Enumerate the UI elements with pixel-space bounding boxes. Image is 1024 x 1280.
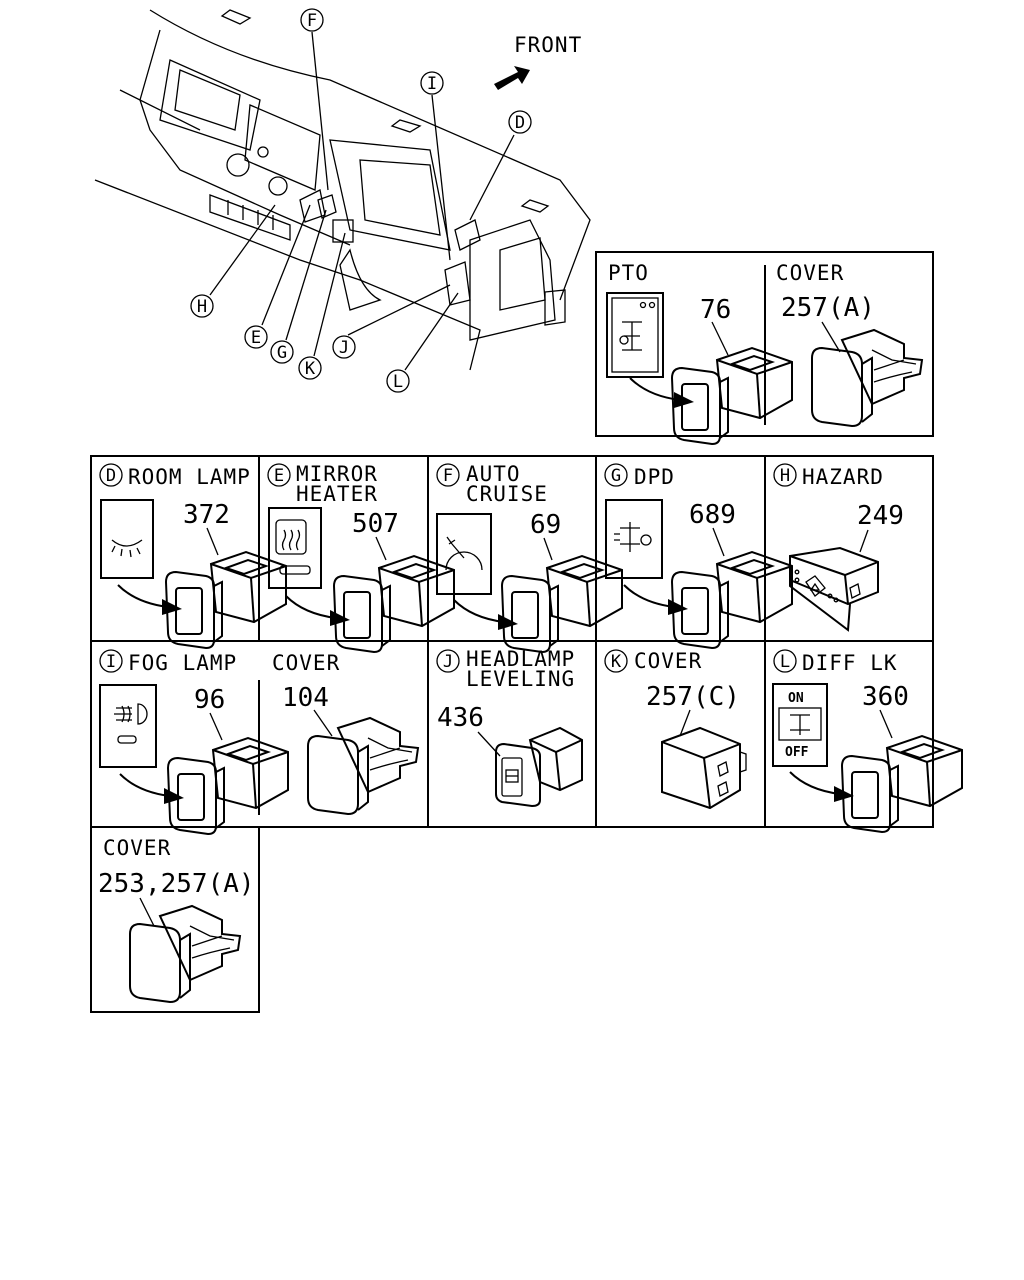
room-lamp-title: ROOM LAMP bbox=[128, 465, 251, 489]
mirror-heater-icon bbox=[268, 507, 322, 589]
cover-253-title: COVER bbox=[103, 836, 171, 860]
callout-D: D bbox=[508, 110, 532, 134]
diff-lk-part-number: 360 bbox=[862, 682, 909, 712]
dpd-title: DPD bbox=[634, 465, 675, 489]
room-lamp-part-number: 372 bbox=[183, 500, 230, 530]
cell-cover-253: COVER 253,257(A) bbox=[90, 826, 260, 1013]
diff-lk-switch bbox=[841, 735, 963, 833]
diff-lk-off-label: OFF bbox=[785, 745, 809, 760]
mirror-heater-title-2: HEATER bbox=[296, 482, 378, 506]
pto-cover bbox=[811, 329, 923, 427]
hazard-switch bbox=[789, 546, 879, 632]
svg-text:E: E bbox=[251, 328, 261, 348]
cover-253 bbox=[129, 905, 241, 1003]
cover-253-part-number: 253,257(A) bbox=[98, 869, 255, 899]
dashboard-overview: FRONT F I D H E G K J L bbox=[94, 8, 591, 393]
callout-L: L bbox=[386, 369, 410, 393]
fog-lamp-part-number: 96 bbox=[194, 685, 225, 715]
svg-text:J: J bbox=[339, 338, 349, 358]
pto-title: PTO bbox=[608, 261, 649, 285]
fog-lamp-switch bbox=[167, 737, 289, 835]
diff-lk-title: DIFF LK bbox=[802, 651, 898, 675]
pto-cover-title: COVER bbox=[776, 261, 844, 285]
cover-257c bbox=[661, 726, 747, 810]
callout-F: F bbox=[300, 8, 324, 32]
cell-hazard: H HAZARD 249 bbox=[773, 463, 904, 632]
svg-text:H: H bbox=[780, 466, 790, 486]
cover-257c-title: COVER bbox=[634, 649, 702, 673]
svg-text:K: K bbox=[611, 652, 622, 672]
cover-104-title: COVER bbox=[272, 651, 340, 675]
cell-cover-104: COVER 104 bbox=[272, 651, 419, 815]
svg-text:I: I bbox=[106, 652, 116, 672]
hazard-part-number: 249 bbox=[857, 501, 904, 531]
svg-text:L: L bbox=[780, 652, 790, 672]
pto-box: PTO COVER 76 257(A) bbox=[595, 251, 934, 445]
pto-cover-part-number: 257(A) bbox=[781, 293, 875, 323]
mirror-heater-title-1: MIRROR bbox=[296, 462, 378, 486]
hazard-title: HAZARD bbox=[802, 465, 884, 489]
dpd-icon bbox=[605, 499, 663, 579]
diff-lk-on-label: ON bbox=[788, 691, 804, 706]
callout-J: J bbox=[332, 335, 356, 359]
cover-257c-part-number: 257(C) bbox=[646, 682, 740, 712]
mirror-heater-part-number: 507 bbox=[352, 509, 399, 539]
svg-text:J: J bbox=[443, 652, 453, 672]
pto-part-number: 76 bbox=[700, 295, 731, 325]
auto-cruise-icon bbox=[436, 513, 492, 595]
svg-text:E: E bbox=[274, 466, 284, 486]
pto-panel-icon bbox=[606, 292, 664, 378]
parts-grid bbox=[90, 455, 934, 828]
svg-text:D: D bbox=[106, 466, 116, 486]
headlamp-leveling-title-1: HEADLAMP bbox=[466, 647, 575, 671]
callout-I: I bbox=[420, 71, 444, 95]
svg-text:G: G bbox=[277, 343, 287, 363]
callout-H: H bbox=[190, 294, 214, 318]
dpd-switch bbox=[671, 551, 793, 649]
front-label: FRONT bbox=[514, 33, 582, 57]
cell-auto-cruise: F AUTO CRUISE 69 bbox=[436, 462, 623, 653]
callout-E: E bbox=[244, 325, 268, 349]
headlamp-leveling-part-number: 436 bbox=[437, 703, 484, 733]
headlamp-leveling-switch bbox=[495, 726, 583, 808]
dpd-part-number: 689 bbox=[689, 500, 736, 530]
svg-text:H: H bbox=[197, 297, 207, 317]
cell-diff-lk: L DIFF LK ON OFF 360 bbox=[772, 649, 963, 833]
fog-lamp-title: FOG LAMP bbox=[128, 651, 237, 675]
cell-headlamp-leveling: J HEADLAMP LEVELING 436 bbox=[436, 647, 583, 808]
auto-cruise-switch bbox=[501, 555, 623, 653]
svg-text:K: K bbox=[305, 359, 316, 379]
auto-cruise-title-1: AUTO bbox=[466, 462, 521, 486]
cell-dpd: G DPD 689 bbox=[604, 463, 793, 649]
cover-104-part-number: 104 bbox=[282, 683, 329, 713]
auto-cruise-part-number: 69 bbox=[530, 510, 561, 540]
headlamp-leveling-title-2: LEVELING bbox=[466, 667, 575, 691]
auto-cruise-title-2: CRUISE bbox=[466, 482, 548, 506]
room-lamp-icon bbox=[100, 499, 154, 579]
svg-text:D: D bbox=[515, 113, 525, 133]
svg-text:F: F bbox=[443, 466, 453, 486]
cell-fog-lamp: I FOG LAMP 96 bbox=[99, 649, 289, 835]
cell-room-lamp: D ROOM LAMP 372 bbox=[99, 463, 287, 649]
cover-104 bbox=[307, 717, 419, 815]
svg-text:L: L bbox=[393, 372, 403, 392]
pto-switch bbox=[671, 347, 793, 445]
callout-K: K bbox=[298, 356, 322, 380]
svg-text:I: I bbox=[427, 74, 437, 94]
callout-G: G bbox=[270, 340, 294, 364]
svg-text:F: F bbox=[307, 11, 317, 31]
cell-cover-257c: K COVER 257(C) bbox=[604, 649, 747, 810]
fog-lamp-icon bbox=[99, 684, 157, 768]
svg-text:G: G bbox=[611, 466, 621, 486]
cell-mirror-heater: E MIRROR HEATER 507 bbox=[267, 462, 455, 653]
diff-lk-icon: ON OFF bbox=[772, 683, 828, 767]
